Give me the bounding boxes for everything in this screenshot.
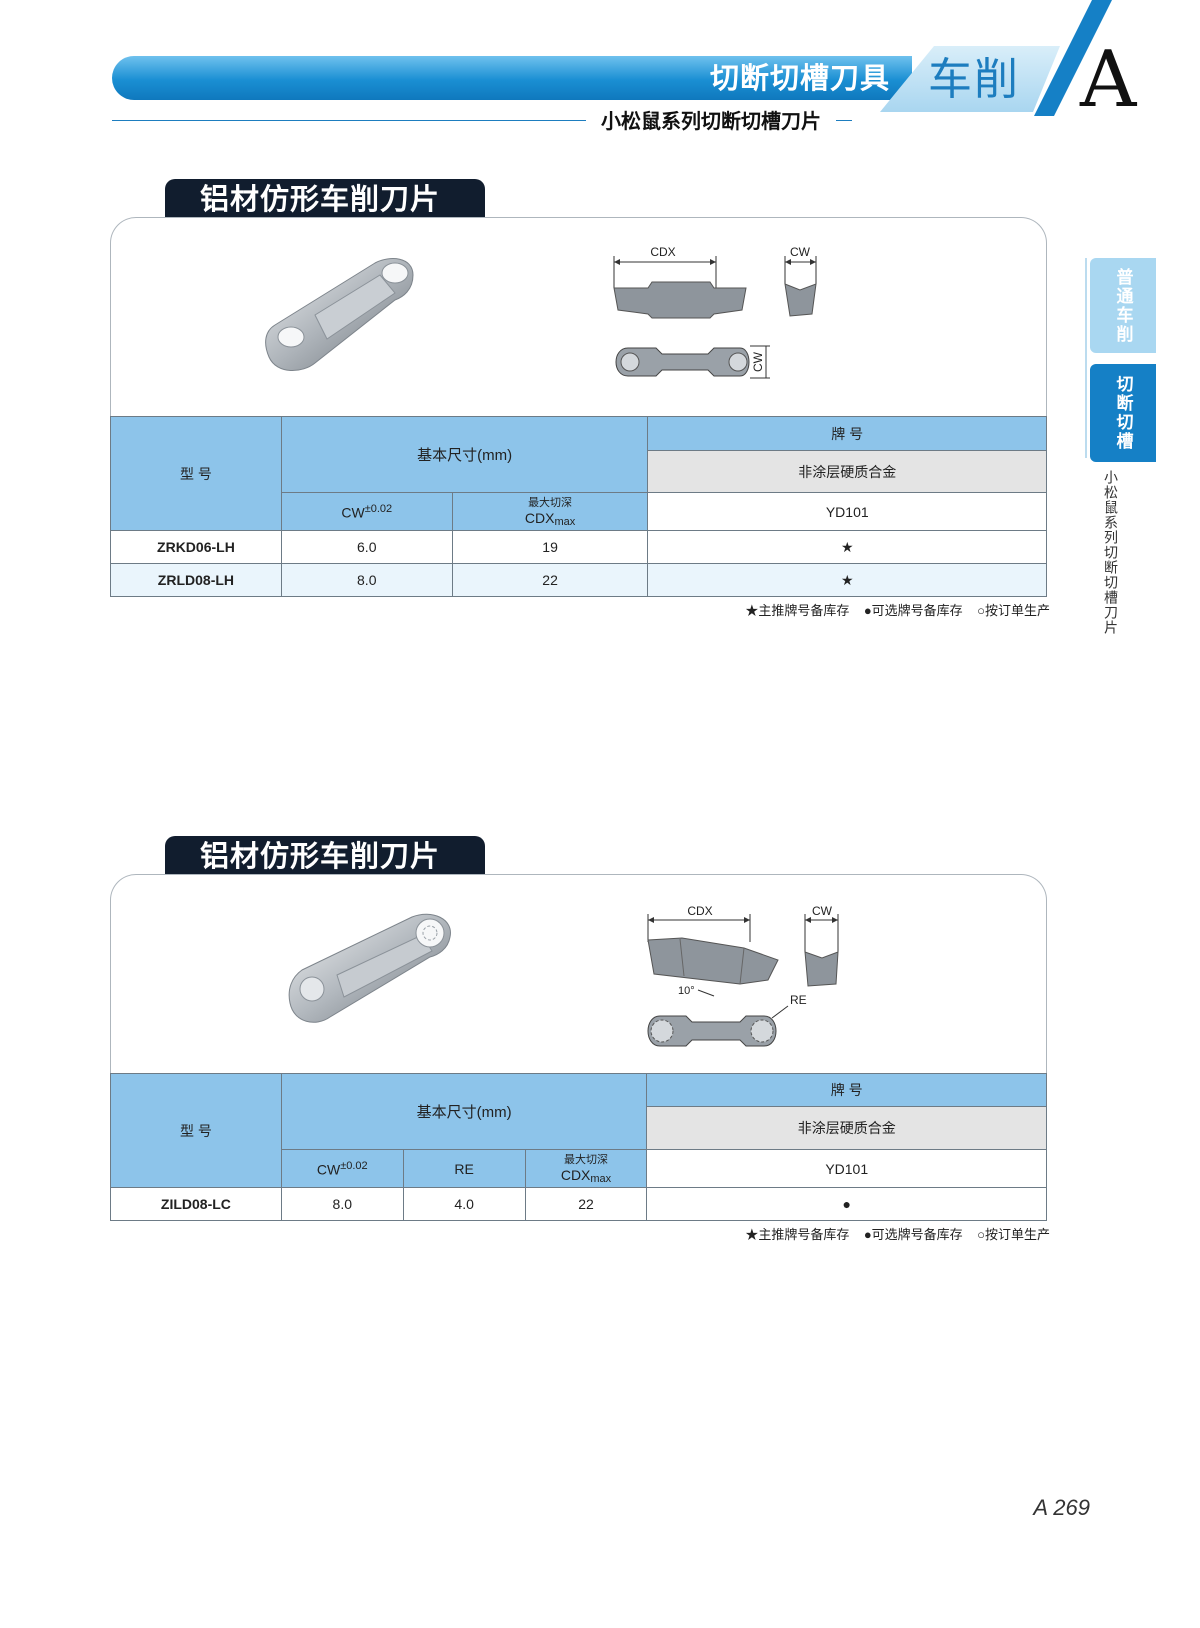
- product-panel: [110, 874, 1047, 1074]
- cell-cdx: 22: [451, 563, 649, 597]
- table-row: ZRKD06-LH 6.0 19 ★: [110, 530, 1047, 564]
- diagram-label-cw: CW: [812, 904, 833, 918]
- cell-stock: ★: [647, 530, 1047, 564]
- cdx-label: CDX: [560, 1166, 591, 1183]
- cell-stock: ●: [646, 1187, 1047, 1221]
- legend-optional: ●可选牌号备库存: [863, 1227, 963, 1242]
- table-header-brand: 牌 号: [647, 416, 1047, 451]
- cw-label: CW: [316, 1161, 341, 1178]
- legend-main: ★主推牌号备库存: [745, 1227, 850, 1242]
- cell-cdx: 19: [451, 530, 649, 564]
- diagram-label-re: RE: [790, 993, 807, 1007]
- insert-product-image: [288, 913, 451, 1023]
- header-slash-decoration: [1034, 0, 1112, 116]
- cdx-subscript: max: [590, 1172, 612, 1185]
- product-panel: [110, 217, 1047, 417]
- cell-cdx: 22: [524, 1187, 648, 1221]
- table-header-material: 非涂层硬质合金: [647, 450, 1047, 493]
- table-header-dimensions: 基本尺寸(mm): [280, 1073, 648, 1150]
- spec-table: 型 号 基本尺寸(mm) 牌 号 非涂层硬质合金 CW±0.02 RE 最大切深…: [110, 1073, 1047, 1221]
- diagram-label-cdx: CDX: [687, 904, 712, 918]
- insert-dimension-diagram: CDX CW CW: [613, 245, 817, 379]
- cell-cw: 8.0: [280, 563, 453, 597]
- section-title: 铝材仿形车削刀片: [165, 179, 485, 219]
- cw-tolerance: ±0.02: [340, 1159, 368, 1172]
- cell-model: ZRKD06-LH: [110, 530, 282, 564]
- table-row: ZILD08-LC 8.0 4.0 22 ●: [110, 1187, 1047, 1221]
- header-bar: [112, 56, 912, 100]
- diagram-label-cw-side: CW: [751, 351, 765, 372]
- cell-cw: 6.0: [280, 530, 453, 564]
- header-subtitle: 小松鼠系列切断切槽刀片: [586, 107, 836, 135]
- stock-legend: ★主推牌号备库存 ●可选牌号备库存 ○按订单生产: [700, 1224, 1050, 1244]
- header-title: 切断切槽刀具: [709, 61, 890, 95]
- cdx-note: 最大切深: [564, 1153, 608, 1166]
- legend-order: ○按订单生产: [977, 603, 1050, 618]
- table-header-cw: CW±0.02: [280, 492, 453, 531]
- cdx-label: CDX: [524, 509, 555, 526]
- cdx-note: 最大切深: [528, 496, 573, 509]
- table-header-material: 非涂层硬质合金: [646, 1106, 1047, 1150]
- cell-cw: 8.0: [280, 1187, 404, 1221]
- legend-main: ★主推牌号备库存: [745, 603, 850, 618]
- cell-model: ZRLD08-LH: [110, 563, 282, 597]
- table-row: ZRLD08-LH 8.0 22 ★: [110, 563, 1047, 597]
- diagram-label-cdx: CDX: [650, 245, 675, 259]
- insert-dimension-diagram: CDX 10° CW RE: [647, 904, 839, 1047]
- stock-legend: ★主推牌号备库存 ●可选牌号备库存 ○按订单生产: [700, 600, 1050, 620]
- side-tab-subtitle: 小松鼠系列切断切槽刀片: [1102, 470, 1118, 635]
- table-header-dimensions: 基本尺寸(mm): [280, 416, 649, 493]
- header-rule: [112, 120, 852, 121]
- page-number: A 269: [1033, 1495, 1090, 1520]
- diagram-label-cw-top: CW: [790, 245, 811, 259]
- table-header-re: RE: [402, 1149, 526, 1188]
- cw-label: CW: [341, 504, 365, 521]
- side-tab-general-turning[interactable]: 普通车削: [1090, 258, 1156, 353]
- legend-order: ○按订单生产: [977, 1227, 1050, 1242]
- table-header-model: 型 号: [110, 416, 282, 531]
- cell-re: 4.0: [402, 1187, 526, 1221]
- table-header-brand: 牌 号: [646, 1073, 1047, 1107]
- table-header-grade: YD101: [647, 492, 1047, 531]
- diagram-label-angle: 10°: [678, 985, 695, 997]
- header-category: 车削: [928, 54, 1020, 105]
- table-header-cw: CW±0.02: [280, 1149, 404, 1188]
- cell-model: ZILD08-LC: [110, 1187, 282, 1221]
- side-tab-rule: [1085, 258, 1087, 458]
- cdx-subscript: max: [554, 515, 576, 528]
- table-header-model: 型 号: [110, 1073, 282, 1188]
- side-tab-grooving[interactable]: 切断切槽: [1090, 364, 1156, 462]
- cell-stock: ★: [647, 563, 1047, 597]
- section-title: 铝材仿形车削刀片: [165, 836, 485, 876]
- table-header-grade: YD101: [646, 1149, 1047, 1188]
- insert-product-image: [265, 258, 414, 371]
- cw-tolerance: ±0.02: [364, 502, 393, 515]
- section-letter: A: [1080, 35, 1137, 125]
- legend-optional: ●可选牌号备库存: [863, 603, 963, 618]
